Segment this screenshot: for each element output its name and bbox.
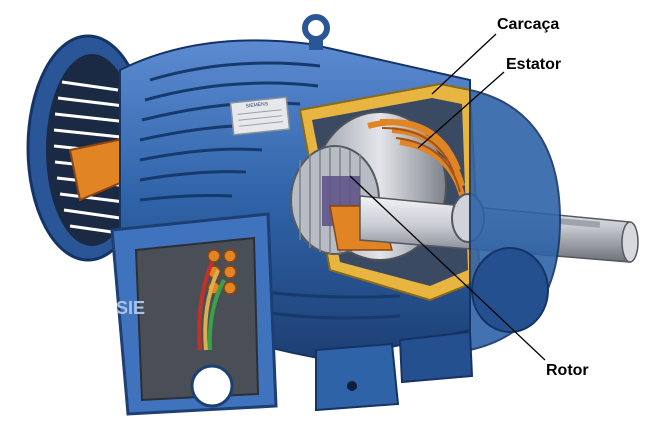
nameplate-brand: SIEMENS: [245, 101, 269, 109]
estator-leader: [417, 71, 505, 149]
label-rotor: Rotor: [546, 362, 589, 379]
shaft-key: [559, 218, 601, 228]
terminal-box: SIE: [110, 212, 278, 416]
label-carcaca: Carcaça: [497, 16, 560, 33]
stator-winding: [367, 118, 467, 205]
callout-lines: [349, 33, 546, 361]
cable-entry: [190, 364, 234, 408]
carcaca-leader: [431, 33, 497, 95]
terminal-wires: [197, 261, 226, 351]
mounting-feet: [315, 330, 474, 412]
nameplate: SIEMENS: [229, 96, 291, 136]
lifting-eye: [302, 14, 330, 50]
end-shield: [469, 88, 562, 352]
label-estator: Estator: [506, 56, 562, 73]
fan-cover: [26, 34, 150, 262]
rotor-leader: [349, 175, 546, 361]
brand-mark: SIE: [116, 298, 145, 318]
terminal-studs: [207, 249, 237, 295]
